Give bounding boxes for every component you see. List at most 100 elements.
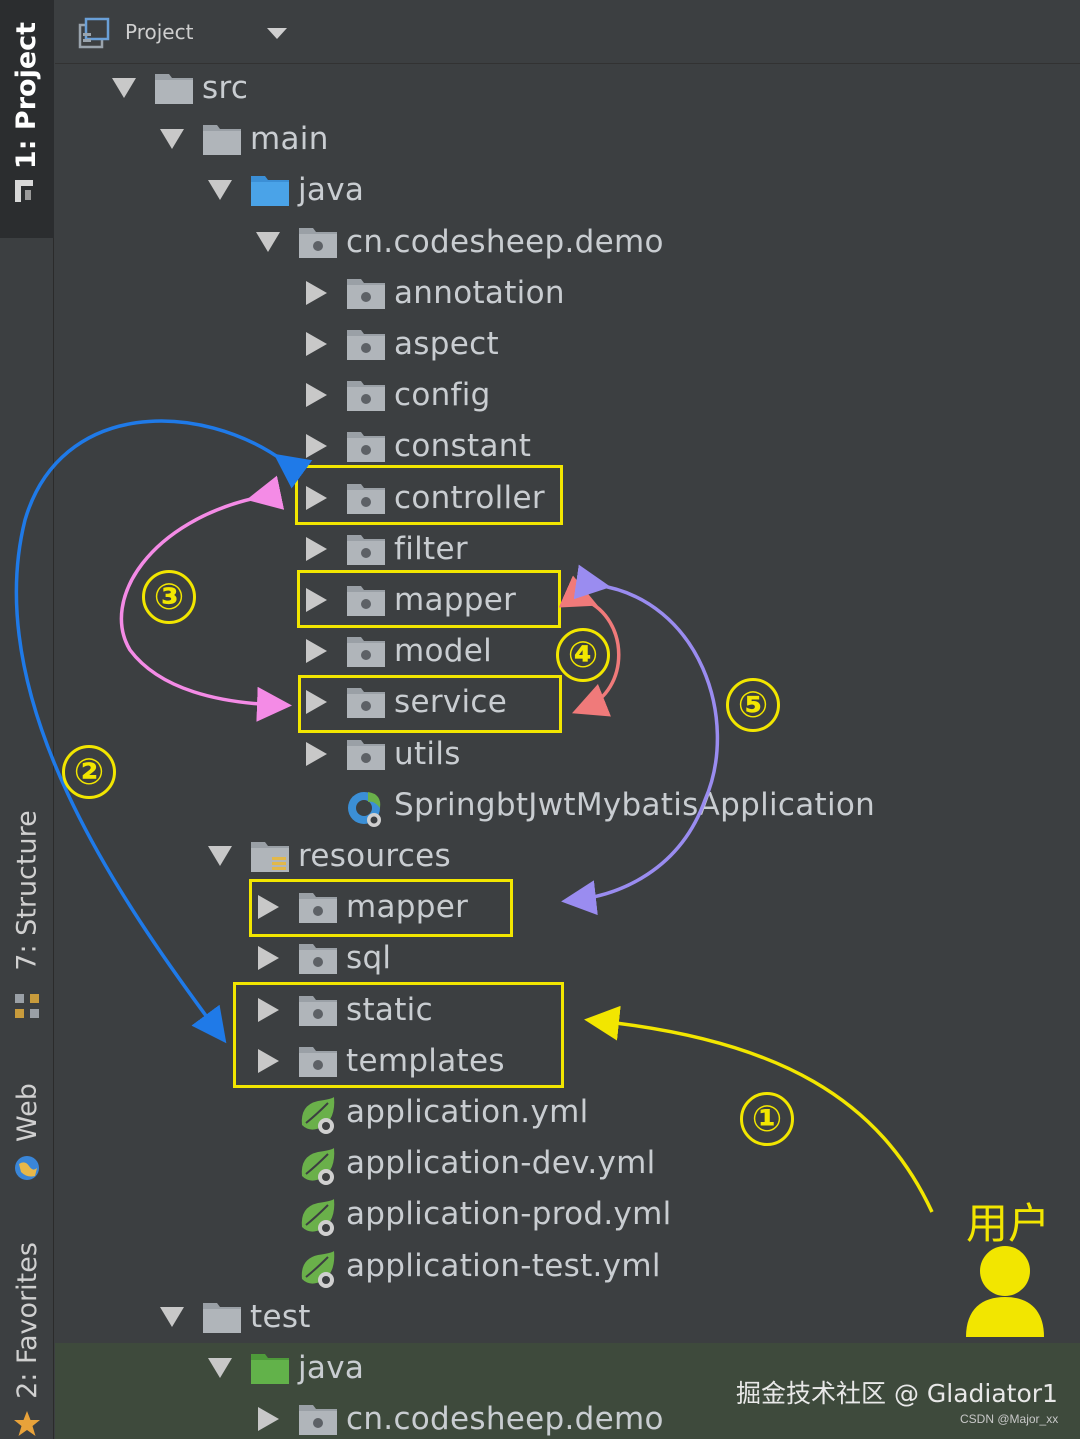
web-globe-icon	[15, 1156, 39, 1180]
collapsed-arrow-icon[interactable]	[300, 738, 332, 770]
tree-node-label: java	[298, 172, 365, 209]
tree-node-label: annotation	[394, 274, 565, 311]
tree-node-service[interactable]: service	[300, 677, 507, 727]
expanded-arrow-icon[interactable]	[204, 174, 236, 206]
tree-node-label: application.yml	[346, 1094, 589, 1130]
tree-node-springbtjwtmybatisapplication[interactable]: SpringbtJwtMybatisApplication	[300, 780, 875, 830]
folder-grey-icon	[202, 1300, 242, 1334]
expanded-arrow-icon[interactable]	[156, 123, 188, 155]
tool-tab-web[interactable]: Web	[0, 1072, 54, 1152]
tree-node-application-prod-yml[interactable]: application-prod.yml	[252, 1189, 672, 1239]
tree-node-sql[interactable]: sql	[252, 933, 391, 983]
package-icon	[298, 1044, 338, 1078]
tree-node-templates[interactable]: templates	[252, 1036, 505, 1086]
package-icon	[346, 481, 386, 515]
project-panel-header: Project	[55, 0, 1080, 64]
tree-node-model[interactable]: model	[300, 626, 492, 676]
tree-node-java[interactable]: java	[204, 165, 364, 215]
tree-node-utils[interactable]: utils	[300, 729, 461, 779]
tool-tab-favorites[interactable]: 2: Favorites	[0, 1230, 54, 1410]
watermark-small: CSDN @Major_xx	[960, 1412, 1059, 1426]
tree-node-main[interactable]: main	[156, 114, 329, 164]
tree-node-label: model	[394, 633, 493, 670]
tool-tab-web-label: Web	[11, 1082, 43, 1142]
package-icon	[346, 276, 386, 310]
expanded-arrow-icon[interactable]	[252, 226, 284, 258]
tree-node-java[interactable]: java	[204, 1343, 364, 1393]
package-icon	[298, 941, 338, 975]
expanded-arrow-icon[interactable]	[204, 1352, 236, 1384]
expanded-arrow-icon[interactable]	[156, 1301, 188, 1333]
collapsed-arrow-icon[interactable]	[252, 1403, 284, 1435]
watermark-main: 掘金技术社区 @ Gladiator1	[736, 1379, 1058, 1408]
folder-grey-icon	[202, 122, 242, 156]
project-view-selector-label[interactable]: Project	[125, 20, 194, 44]
tree-node-test[interactable]: test	[156, 1292, 311, 1342]
tree-node-label: utils	[394, 735, 461, 772]
highlight-static-templates	[233, 982, 564, 1088]
step-2-badge: ②	[62, 745, 116, 799]
tree-node-controller[interactable]: controller	[300, 473, 545, 523]
tree-node-label: application-test.yml	[346, 1247, 661, 1284]
tree-node-filter[interactable]: filter	[300, 524, 468, 574]
tree-node-mapper[interactable]: mapper	[300, 575, 516, 625]
package-icon	[298, 225, 338, 259]
tree-node-label: filter	[394, 530, 468, 567]
tree-node-aspect[interactable]: aspect	[300, 319, 499, 369]
tool-tab-structure-label: 7: Structure	[11, 809, 43, 971]
highlight-mapper	[297, 570, 561, 628]
tool-tab-project[interactable]: 1: Project	[0, 20, 54, 170]
step-5-badge: ⑤	[726, 678, 780, 732]
collapsed-arrow-icon[interactable]	[300, 430, 332, 462]
tree-node-annotation[interactable]: annotation	[300, 268, 565, 318]
tree-node-label: static	[346, 991, 433, 1028]
structure-tool-icon	[15, 994, 39, 1018]
star-icon	[14, 1411, 40, 1436]
spring-yml-icon	[298, 1146, 338, 1186]
tree-node-label: resources	[298, 838, 451, 874]
step-3-badge: ③	[142, 570, 196, 624]
tool-tab-project-label: 1: Project	[11, 21, 43, 169]
package-icon	[346, 327, 386, 361]
tree-node-label: controller	[394, 479, 545, 516]
folder-green-icon	[250, 1351, 290, 1385]
tree-node-label: sql	[346, 940, 392, 977]
collapsed-arrow-icon[interactable]	[300, 277, 332, 309]
package-icon	[346, 737, 386, 771]
highlight-service	[298, 675, 562, 733]
collapsed-arrow-icon[interactable]	[300, 328, 332, 360]
package-icon	[298, 1402, 338, 1436]
collapsed-arrow-icon[interactable]	[300, 379, 332, 411]
highlight-resources-mapper	[249, 879, 513, 937]
chevron-down-icon[interactable]	[267, 28, 287, 39]
expanded-arrow-icon[interactable]	[108, 72, 140, 104]
package-icon	[346, 429, 386, 463]
tree-node-cn-codesheep-demo[interactable]: cn.codesheep.demo	[252, 1394, 664, 1439]
collapsed-arrow-icon[interactable]	[300, 533, 332, 565]
tree-node-label: aspect	[394, 326, 499, 362]
tree-node-mapper[interactable]: mapper	[252, 882, 468, 932]
tree-node-label: java	[298, 1350, 365, 1386]
tree-node-application-test-yml[interactable]: application-test.yml	[252, 1241, 661, 1291]
tree-node-application-dev-yml[interactable]: application-dev.yml	[252, 1138, 656, 1188]
tree-node-config[interactable]: config	[300, 370, 491, 420]
tool-tab-structure[interactable]: 7: Structure	[0, 800, 54, 980]
collapsed-arrow-icon[interactable]	[300, 635, 332, 667]
package-icon	[346, 378, 386, 412]
tree-node-label: application-dev.yml	[346, 1145, 656, 1182]
tree-node-application-yml[interactable]: application.yml	[252, 1087, 589, 1137]
tree-node-src[interactable]: src	[108, 63, 248, 113]
tree-node-resources[interactable]: resources	[204, 831, 451, 881]
tree-node-label: constant	[394, 428, 532, 465]
tree-node-label: config	[394, 377, 491, 414]
tree-node-label: src	[202, 70, 249, 106]
collapsed-arrow-icon[interactable]	[252, 942, 284, 974]
tree-node-label: application-prod.yml	[346, 1196, 672, 1233]
tree-node-constant[interactable]: constant	[300, 421, 531, 471]
package-icon	[346, 583, 386, 617]
folder-blue-icon	[250, 173, 290, 207]
spring-yml-icon	[298, 1249, 338, 1288]
tree-node-cn-codesheep-demo[interactable]: cn.codesheep.demo	[252, 217, 664, 267]
expanded-arrow-icon[interactable]	[204, 840, 236, 872]
package-icon	[346, 685, 386, 719]
